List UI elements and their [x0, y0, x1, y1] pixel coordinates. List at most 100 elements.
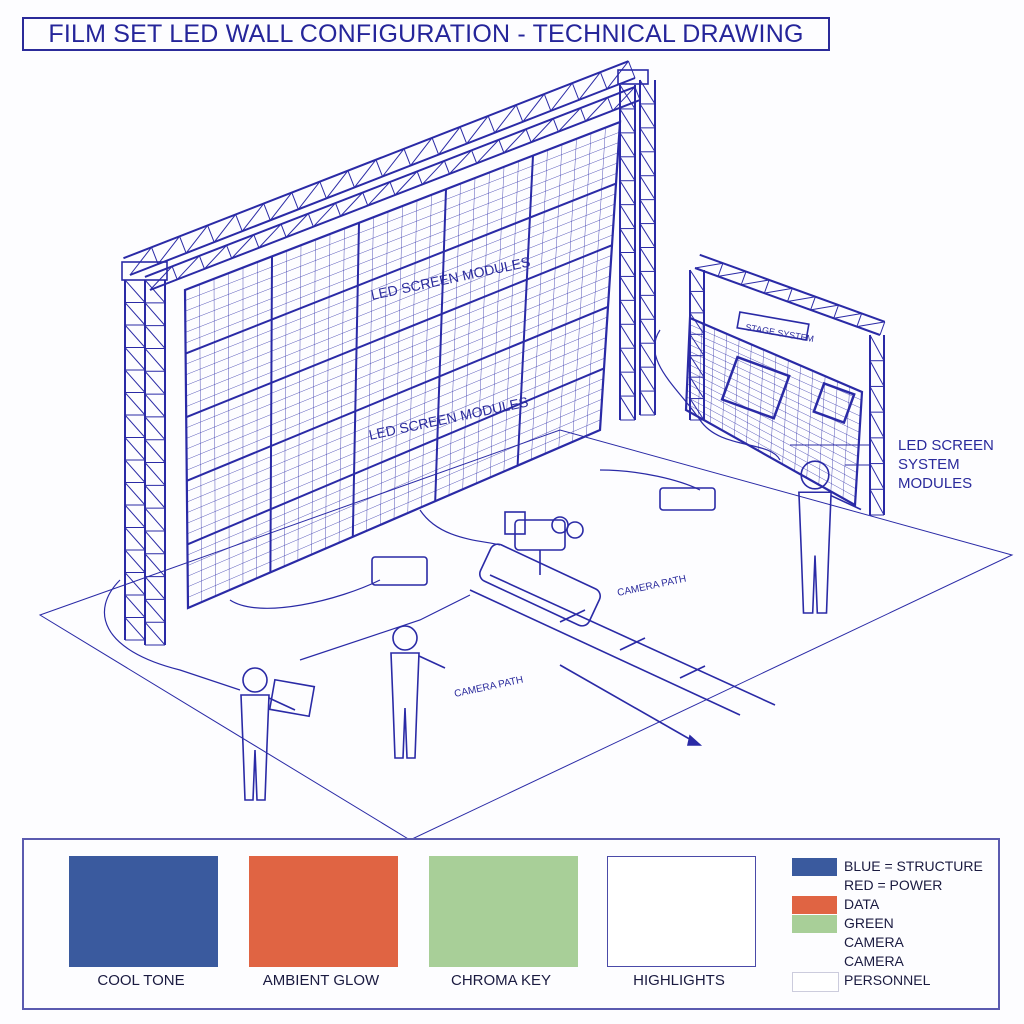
side-callout-1: LED SCREEN — [898, 437, 994, 454]
truss-brace — [639, 127, 656, 153]
truss-brace — [833, 312, 862, 319]
side-screen-gridline — [688, 357, 860, 441]
key-swatch — [792, 972, 839, 992]
truss-brace — [689, 312, 705, 335]
truss-brace — [258, 223, 282, 249]
truss-brace — [689, 376, 705, 399]
truss-brace — [354, 159, 377, 188]
side-screen-gridline — [687, 376, 858, 465]
truss-brace — [124, 572, 146, 596]
truss-brace — [689, 291, 705, 314]
truss-brace — [124, 617, 146, 641]
truss-brace — [639, 271, 656, 296]
truss-brace — [144, 416, 166, 441]
truss-brace — [375, 159, 383, 177]
truss-brace — [619, 228, 636, 253]
truss-cap — [617, 69, 649, 85]
led-module-gridline — [185, 244, 613, 419]
truss-brace — [198, 255, 205, 270]
truss-brace — [612, 86, 636, 111]
key-label: CAMERA — [844, 934, 904, 950]
tablet-icon — [268, 678, 316, 718]
led-module-gridline — [187, 378, 604, 556]
truss-brace — [869, 360, 885, 387]
truss-brace — [241, 203, 265, 232]
led-module-gridline — [185, 152, 619, 322]
truss-brace — [144, 507, 166, 532]
control-boxes — [371, 487, 716, 586]
truss-brace — [639, 247, 656, 272]
truss-brace — [639, 319, 656, 344]
truss-brace — [263, 203, 271, 221]
truss-brace — [619, 276, 636, 301]
led-module-gridline — [185, 224, 614, 397]
key-label: DATA — [844, 896, 880, 912]
truss-structure — [121, 60, 886, 646]
truss-brace — [522, 93, 545, 123]
truss-brace — [144, 348, 166, 372]
window-frame — [812, 381, 856, 425]
truss-brace — [144, 621, 166, 646]
truss-brace — [741, 279, 770, 286]
person-body — [390, 652, 420, 759]
truss-brace — [269, 192, 293, 221]
side-screen-frame — [684, 316, 864, 507]
truss-brace — [639, 390, 656, 416]
side-wall-sign: STAGE SYSTEM — [745, 322, 815, 344]
truss-brace — [231, 234, 255, 259]
truss-brace — [557, 107, 581, 133]
truss-brace — [833, 304, 839, 319]
truss-brace — [144, 576, 166, 600]
led-module-gridline — [187, 399, 603, 577]
truss-brace — [129, 246, 152, 276]
truss-brace — [639, 103, 656, 129]
camera-path-label-1: CAMERA PATH — [616, 574, 687, 599]
truss-brace — [599, 71, 608, 90]
stage-sign — [736, 311, 810, 341]
led-module-gridline — [185, 193, 616, 365]
page-title: FILM SET LED WALL CONFIGURATION - TECHNI… — [22, 17, 830, 51]
led-wall-drawing: LED SCREEN MODULES LED SCREEN MODULES ST… — [38, 60, 1014, 840]
led-module-gridline — [185, 214, 615, 386]
truss-brace — [207, 225, 215, 243]
key-swatch — [792, 915, 837, 933]
truss-brace — [124, 594, 146, 618]
truss-brace — [763, 279, 770, 294]
truss-brace — [124, 392, 146, 416]
truss-brace — [144, 553, 166, 577]
led-module-gridline — [186, 316, 608, 492]
camera-dolly-track — [469, 543, 776, 716]
truss-brace — [639, 223, 656, 248]
truss-brace — [185, 225, 209, 254]
side-screen-gridline — [689, 337, 861, 417]
truss-brace — [869, 463, 885, 490]
led-module-gridline — [185, 203, 615, 375]
side-screen-gridline — [687, 363, 859, 449]
truss-brace — [144, 325, 166, 349]
side-callout-3: MODULES — [898, 475, 972, 492]
swatch-highlights — [607, 856, 756, 967]
truss-brace — [171, 266, 178, 280]
truss-brace — [639, 175, 656, 200]
window-frame — [720, 355, 791, 420]
swatch-label: CHROMA KEY — [450, 972, 552, 989]
truss-brace — [856, 321, 885, 328]
truss-brace — [144, 279, 166, 304]
led-module-gridline — [185, 142, 619, 312]
truss-brace — [689, 355, 705, 378]
truss-brace — [144, 462, 166, 486]
truss-brace — [449, 149, 472, 175]
led-module-gridline — [187, 337, 607, 513]
led-module-frame — [183, 120, 622, 610]
truss-brace — [585, 97, 609, 122]
truss-brace — [689, 334, 705, 356]
side-screen-gridline — [686, 396, 857, 490]
key-label: PERSONNEL — [844, 972, 931, 988]
led-module-gridline — [187, 367, 605, 546]
truss-brace — [503, 128, 527, 154]
truss-brace — [498, 139, 505, 153]
truss-brace — [787, 288, 793, 302]
truss-brace — [124, 279, 146, 303]
led-module-gridline — [186, 265, 611, 439]
truss-brace — [443, 160, 450, 175]
